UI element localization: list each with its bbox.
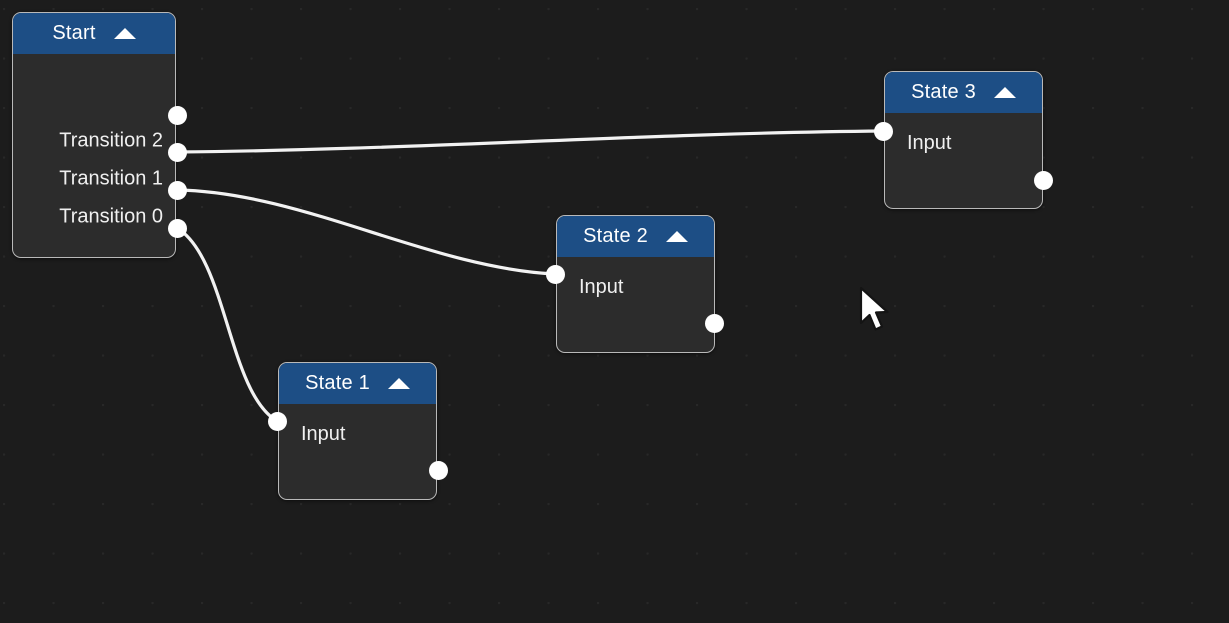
port-dot-transition-1[interactable] <box>167 180 187 200</box>
node-state-3-body: Input <box>885 113 1042 208</box>
triangle-up-icon[interactable] <box>993 87 1016 98</box>
port-dot-state-2-input[interactable] <box>545 264 565 284</box>
port-row-transition-2[interactable]: Transition 2 <box>59 130 163 153</box>
port-dot-state-2-output[interactable] <box>704 313 724 333</box>
edge-transition-0-to-state-1 <box>175 226 279 423</box>
node-state-2-title: State 2 <box>583 225 648 247</box>
mouse-pointer-icon <box>859 286 889 331</box>
port-dot-transition-0[interactable] <box>167 218 187 238</box>
port-row-state-3-input[interactable]: Input <box>907 132 951 155</box>
port-dot-state-3-output[interactable] <box>1033 170 1053 190</box>
node-state-3-header[interactable]: State 3 <box>885 72 1042 113</box>
triangle-up-icon[interactable] <box>387 378 410 389</box>
triangle-up-icon[interactable] <box>113 28 136 39</box>
node-state-2-header[interactable]: State 2 <box>557 216 714 257</box>
node-state-1-title: State 1 <box>305 372 370 394</box>
port-row-transition-1[interactable]: Transition 1 <box>59 168 163 191</box>
node-state-1-body: Input <box>279 404 436 499</box>
triangle-up-icon[interactable] <box>665 231 688 242</box>
port-row-state-1-input[interactable]: Input <box>301 423 345 446</box>
node-start-title: Start <box>52 22 96 44</box>
node-state-3-title: State 3 <box>911 81 976 103</box>
port-dot-start-out-top[interactable] <box>167 105 187 125</box>
node-start-header[interactable]: Start <box>13 13 175 54</box>
port-dot-state-3-input[interactable] <box>873 121 893 141</box>
edge-transition-1-to-state-2 <box>175 188 557 276</box>
port-dot-transition-2[interactable] <box>167 142 187 162</box>
node-state-1[interactable]: State 1 Input <box>278 362 437 500</box>
port-label-transition-2: Transition 2 <box>59 129 163 152</box>
node-state-3[interactable]: State 3 Input <box>884 71 1043 209</box>
port-label-state-3-input: Input <box>907 132 952 154</box>
node-state-2-body: Input <box>557 257 714 352</box>
port-row-state-2-input[interactable]: Input <box>579 276 623 299</box>
node-start-body: Transition 2 Transition 1 Transition 0 <box>13 54 175 257</box>
node-start[interactable]: Start Transition 2 Transition 1 Transiti… <box>12 12 176 258</box>
port-label-state-2-input: Input <box>579 276 624 298</box>
port-label-transition-1: Transition 1 <box>59 167 163 190</box>
node-state-2[interactable]: State 2 Input <box>556 215 715 353</box>
port-label-state-1-input: Input <box>301 423 346 445</box>
port-dot-state-1-input[interactable] <box>267 411 287 431</box>
port-label-transition-0: Transition 0 <box>59 205 163 228</box>
port-row-transition-0[interactable]: Transition 0 <box>59 206 163 229</box>
edge-transition-2-to-state-3 <box>175 129 885 154</box>
port-dot-state-1-output[interactable] <box>428 460 448 480</box>
node-state-1-header[interactable]: State 1 <box>279 363 436 404</box>
